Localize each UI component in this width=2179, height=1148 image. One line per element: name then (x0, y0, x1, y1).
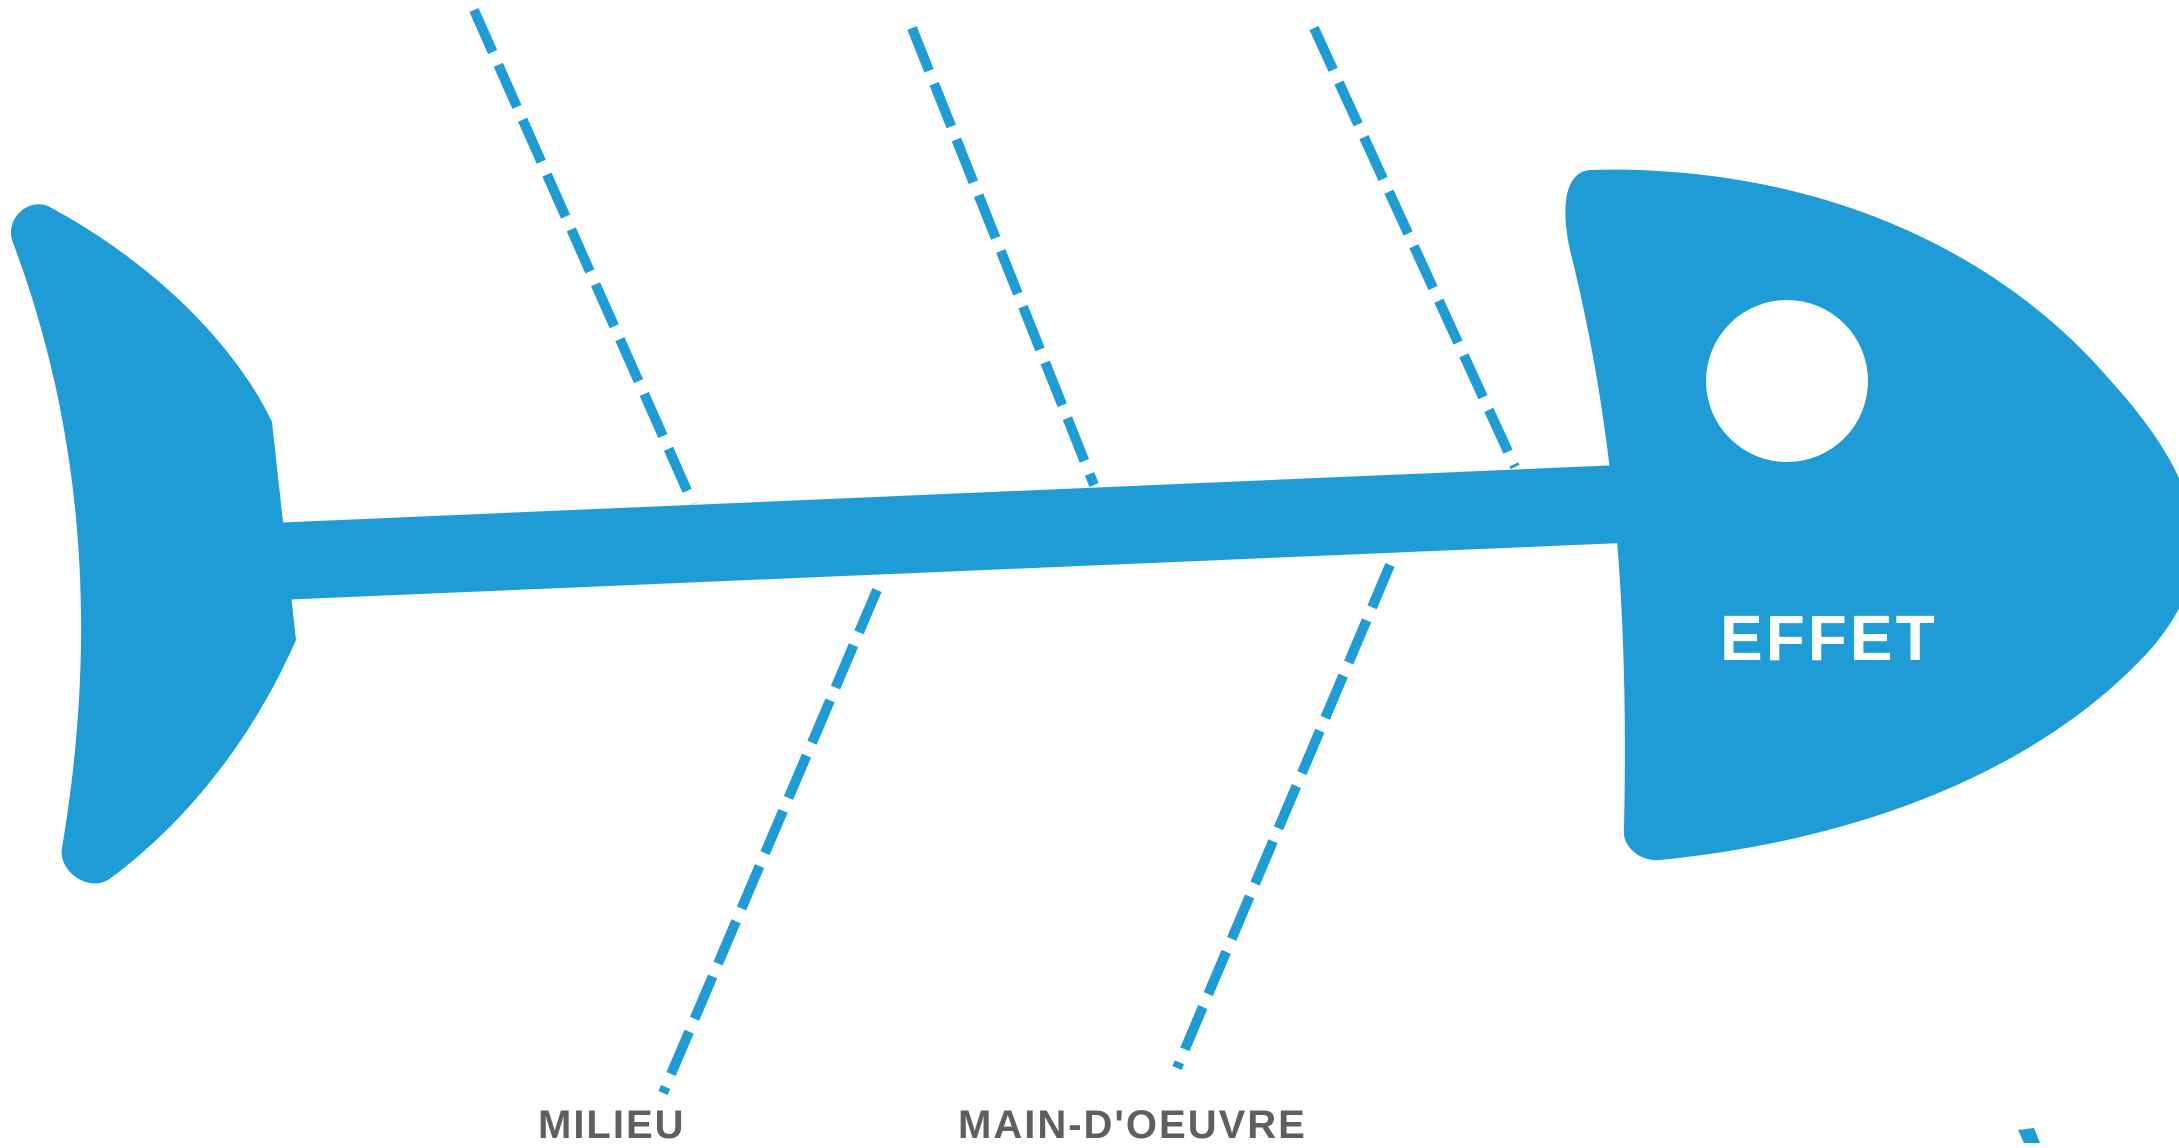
fish-head (1565, 170, 2179, 861)
upper-bone-middle (912, 28, 1094, 485)
fish-spine (270, 465, 1622, 600)
upper-bone-left (474, 10, 693, 504)
upper-bone-right (1314, 28, 1515, 467)
effect-label: EFFET (1720, 602, 1938, 674)
cause-label-main-d-oeuvre: MAIN-D'OEUVRE (958, 1103, 1307, 1143)
fish-tail (11, 204, 296, 883)
lower-bone-right (1177, 565, 1390, 1068)
partial-shape-bottom-right (2018, 1128, 2040, 1143)
lower-bone-left (663, 590, 877, 1093)
fish-eye (1706, 300, 1868, 462)
cause-label-milieu: MILIEU (538, 1103, 686, 1143)
